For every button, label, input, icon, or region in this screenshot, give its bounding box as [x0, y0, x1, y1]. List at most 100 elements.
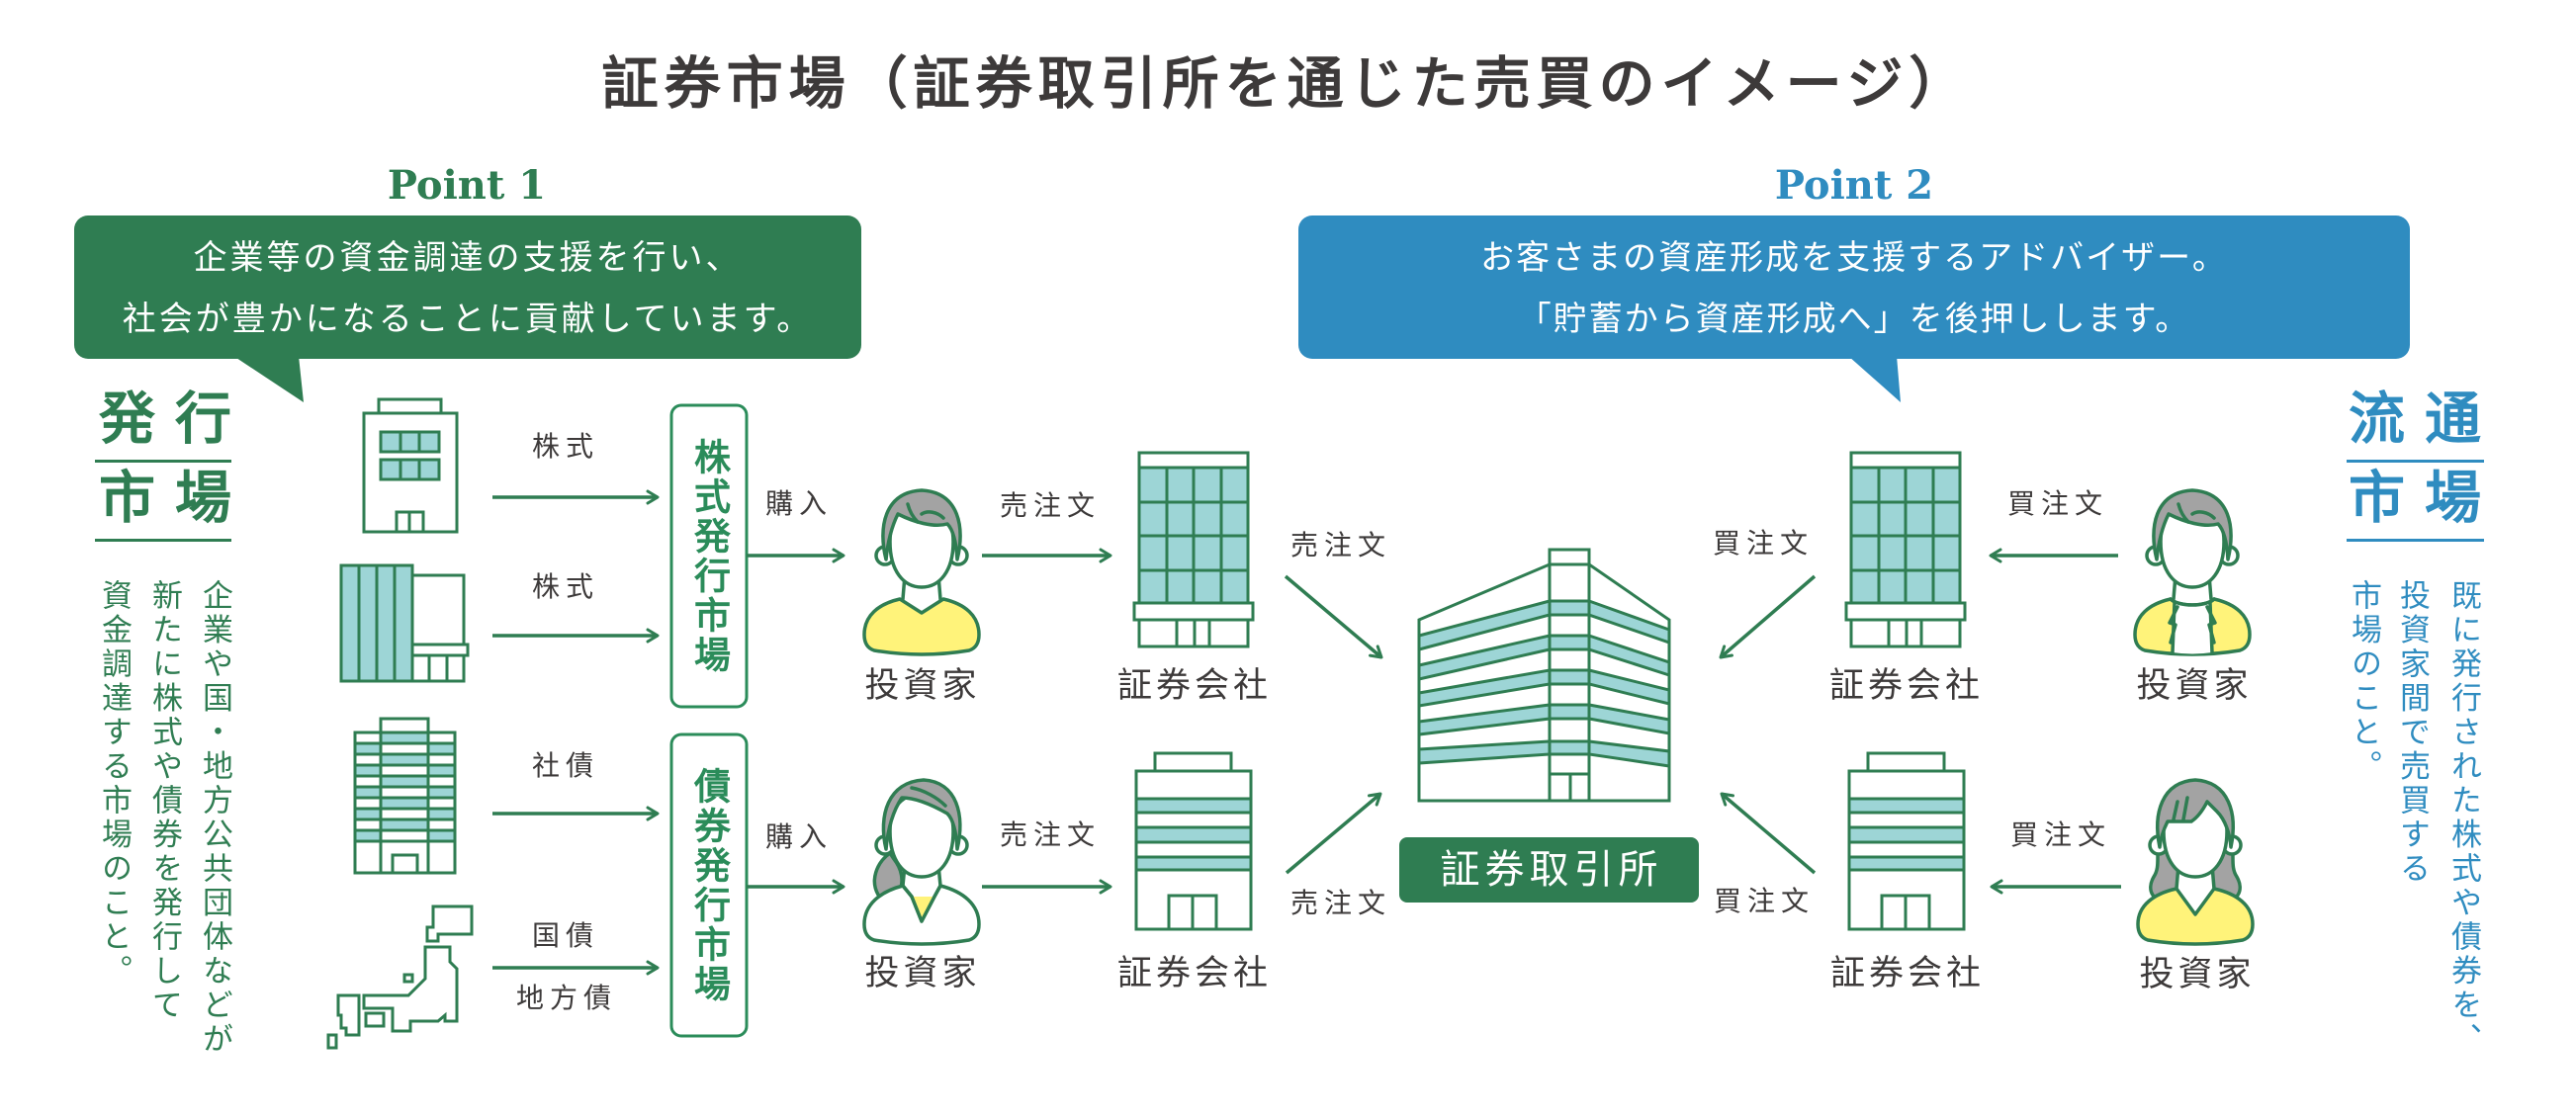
building-stripe [1134, 855, 1253, 872]
building-band [1844, 601, 1967, 622]
collar-accent [912, 897, 934, 921]
secondary-market-heading: 流通 [2349, 387, 2501, 452]
building-annex [410, 573, 466, 646]
building-stripe [1134, 797, 1253, 815]
company-building-icon [339, 563, 470, 683]
building-windows [379, 458, 441, 481]
jacket-lapels [2168, 605, 2217, 645]
map-island [402, 973, 414, 984]
securities-firm-label: 証券会社 [1116, 954, 1273, 993]
point1-callout-line: 社会が豊かになることに貢献しています。 [122, 300, 814, 339]
secondary-market-description: 既に発行された株式や債券を、 [2445, 579, 2481, 1057]
stock-exchange-building-icon [1417, 548, 1671, 803]
japan-map-icon [326, 904, 474, 1050]
investor-label: 投資家 [864, 954, 981, 993]
point1-label: Point 1 [387, 162, 547, 209]
arrow-sell-firm1-to-exchange [1284, 574, 1383, 659]
point1-callout-tail [233, 356, 304, 402]
building-band [1132, 601, 1255, 622]
building-roof [379, 717, 430, 734]
buy-order-label: 買注文 [2006, 487, 2109, 520]
building-roof [377, 397, 443, 415]
purchase-label: 購入 [764, 820, 834, 853]
window-dividers [399, 432, 421, 479]
primary-market-description: 新たに株式や債券を発行して [146, 579, 182, 1023]
issuer-flow-label: 株式 [531, 430, 600, 463]
heading-divider [2347, 460, 2484, 463]
stock-issue-market-label: 株式発行市場 [687, 437, 731, 675]
point1-callout-line: 企業等の資金調達の支援を行い、 [193, 238, 743, 278]
page-title: 証券市場（証券取引所を通じた売買のイメージ） [601, 51, 1972, 117]
glass-grid [1139, 468, 1248, 603]
map-kyushu [336, 993, 361, 1037]
sell-order-label: 売注文 [999, 489, 1102, 522]
hair [881, 778, 962, 851]
building-stripe [1847, 797, 1966, 815]
primary-market-heading: 市場 [99, 466, 251, 531]
arrow-buy-firm1-to-exchange [1719, 574, 1817, 659]
building-door [391, 853, 419, 875]
sell-order-label: 売注文 [999, 818, 1102, 851]
point2-callout: お客さまの資産形成を支援するアドバイザー。 「貯蓄から資産形成へ」を後押しします… [1298, 215, 2410, 359]
issuer-flow-label: 地方債 [515, 982, 618, 1014]
arrow-sell-firm2-to-exchange [1285, 792, 1382, 875]
issuer-flow-label: 株式 [531, 570, 600, 603]
primary-market-heading: 発行 [99, 387, 251, 452]
hair [2156, 778, 2235, 849]
investor-icon [862, 778, 981, 946]
point2-label: Point 2 [1774, 162, 1934, 209]
glass-grid [1851, 468, 1960, 603]
neck [2176, 865, 2214, 914]
building-windows [379, 430, 441, 454]
entrance-lines [1887, 620, 1923, 646]
securities-firm-building-icon [1134, 751, 1253, 931]
securities-firm-label: 証券会社 [1116, 666, 1273, 706]
hair [2152, 488, 2233, 561]
shirt [862, 884, 981, 946]
heading-divider [95, 539, 231, 542]
column-band [1548, 703, 1591, 721]
issuer-flow-label: 国債 [531, 919, 600, 952]
map-honshu [362, 945, 459, 1033]
shirt [862, 597, 981, 656]
primary-market-description: 企業や国・地方公共団体などが [197, 579, 232, 1057]
bond-issue-market-label: 債券発行市場 [687, 766, 731, 1004]
stock-exchange-label: 証券取引所 [1399, 837, 1699, 903]
securities-firm-building-icon [1847, 751, 1966, 931]
hair-strands [910, 786, 947, 808]
buy-order-label: 買注文 [2009, 818, 2112, 851]
bond-issue-market-box: 債券発行市場 [671, 734, 747, 1036]
building-stripe [1847, 825, 1966, 844]
secondary-market-description: 投資家間で売買する [2394, 579, 2430, 887]
building-roof [1866, 751, 1946, 773]
investor-label: 投資家 [2136, 666, 2253, 706]
securities-firm-label: 証券会社 [1828, 666, 1985, 706]
investor-icon [2136, 778, 2255, 946]
hair-strands [2176, 502, 2216, 524]
securities-firm-label: 証券会社 [1829, 954, 1986, 993]
map-shikoku [364, 1011, 386, 1028]
building-roof [1153, 751, 1233, 773]
shirt [2136, 887, 2255, 946]
sell-order-label: 売注文 [1289, 887, 1392, 919]
issuer-flow-label: 社債 [531, 749, 600, 782]
buy-order-label: 買注文 [1713, 885, 1816, 917]
tall-building-icon [353, 717, 457, 875]
exchange-door [1550, 772, 1589, 801]
base-dividers [427, 655, 449, 681]
map-island [326, 1033, 338, 1050]
map-hokkaido [425, 904, 474, 943]
column-band [1548, 668, 1591, 686]
building-stripe [1847, 855, 1966, 872]
securities-firm-building-icon [1844, 451, 1967, 648]
investor-label: 投資家 [2139, 955, 2256, 994]
office-building-icon [362, 397, 459, 534]
building-grid-lines [355, 732, 455, 873]
column-band [1548, 739, 1591, 756]
secondary-market-description: 市場のこと。 [2346, 579, 2381, 784]
hair-bangs [2172, 796, 2189, 821]
investor-icon [2133, 488, 2252, 656]
securities-firm-building-icon [1132, 451, 1255, 648]
